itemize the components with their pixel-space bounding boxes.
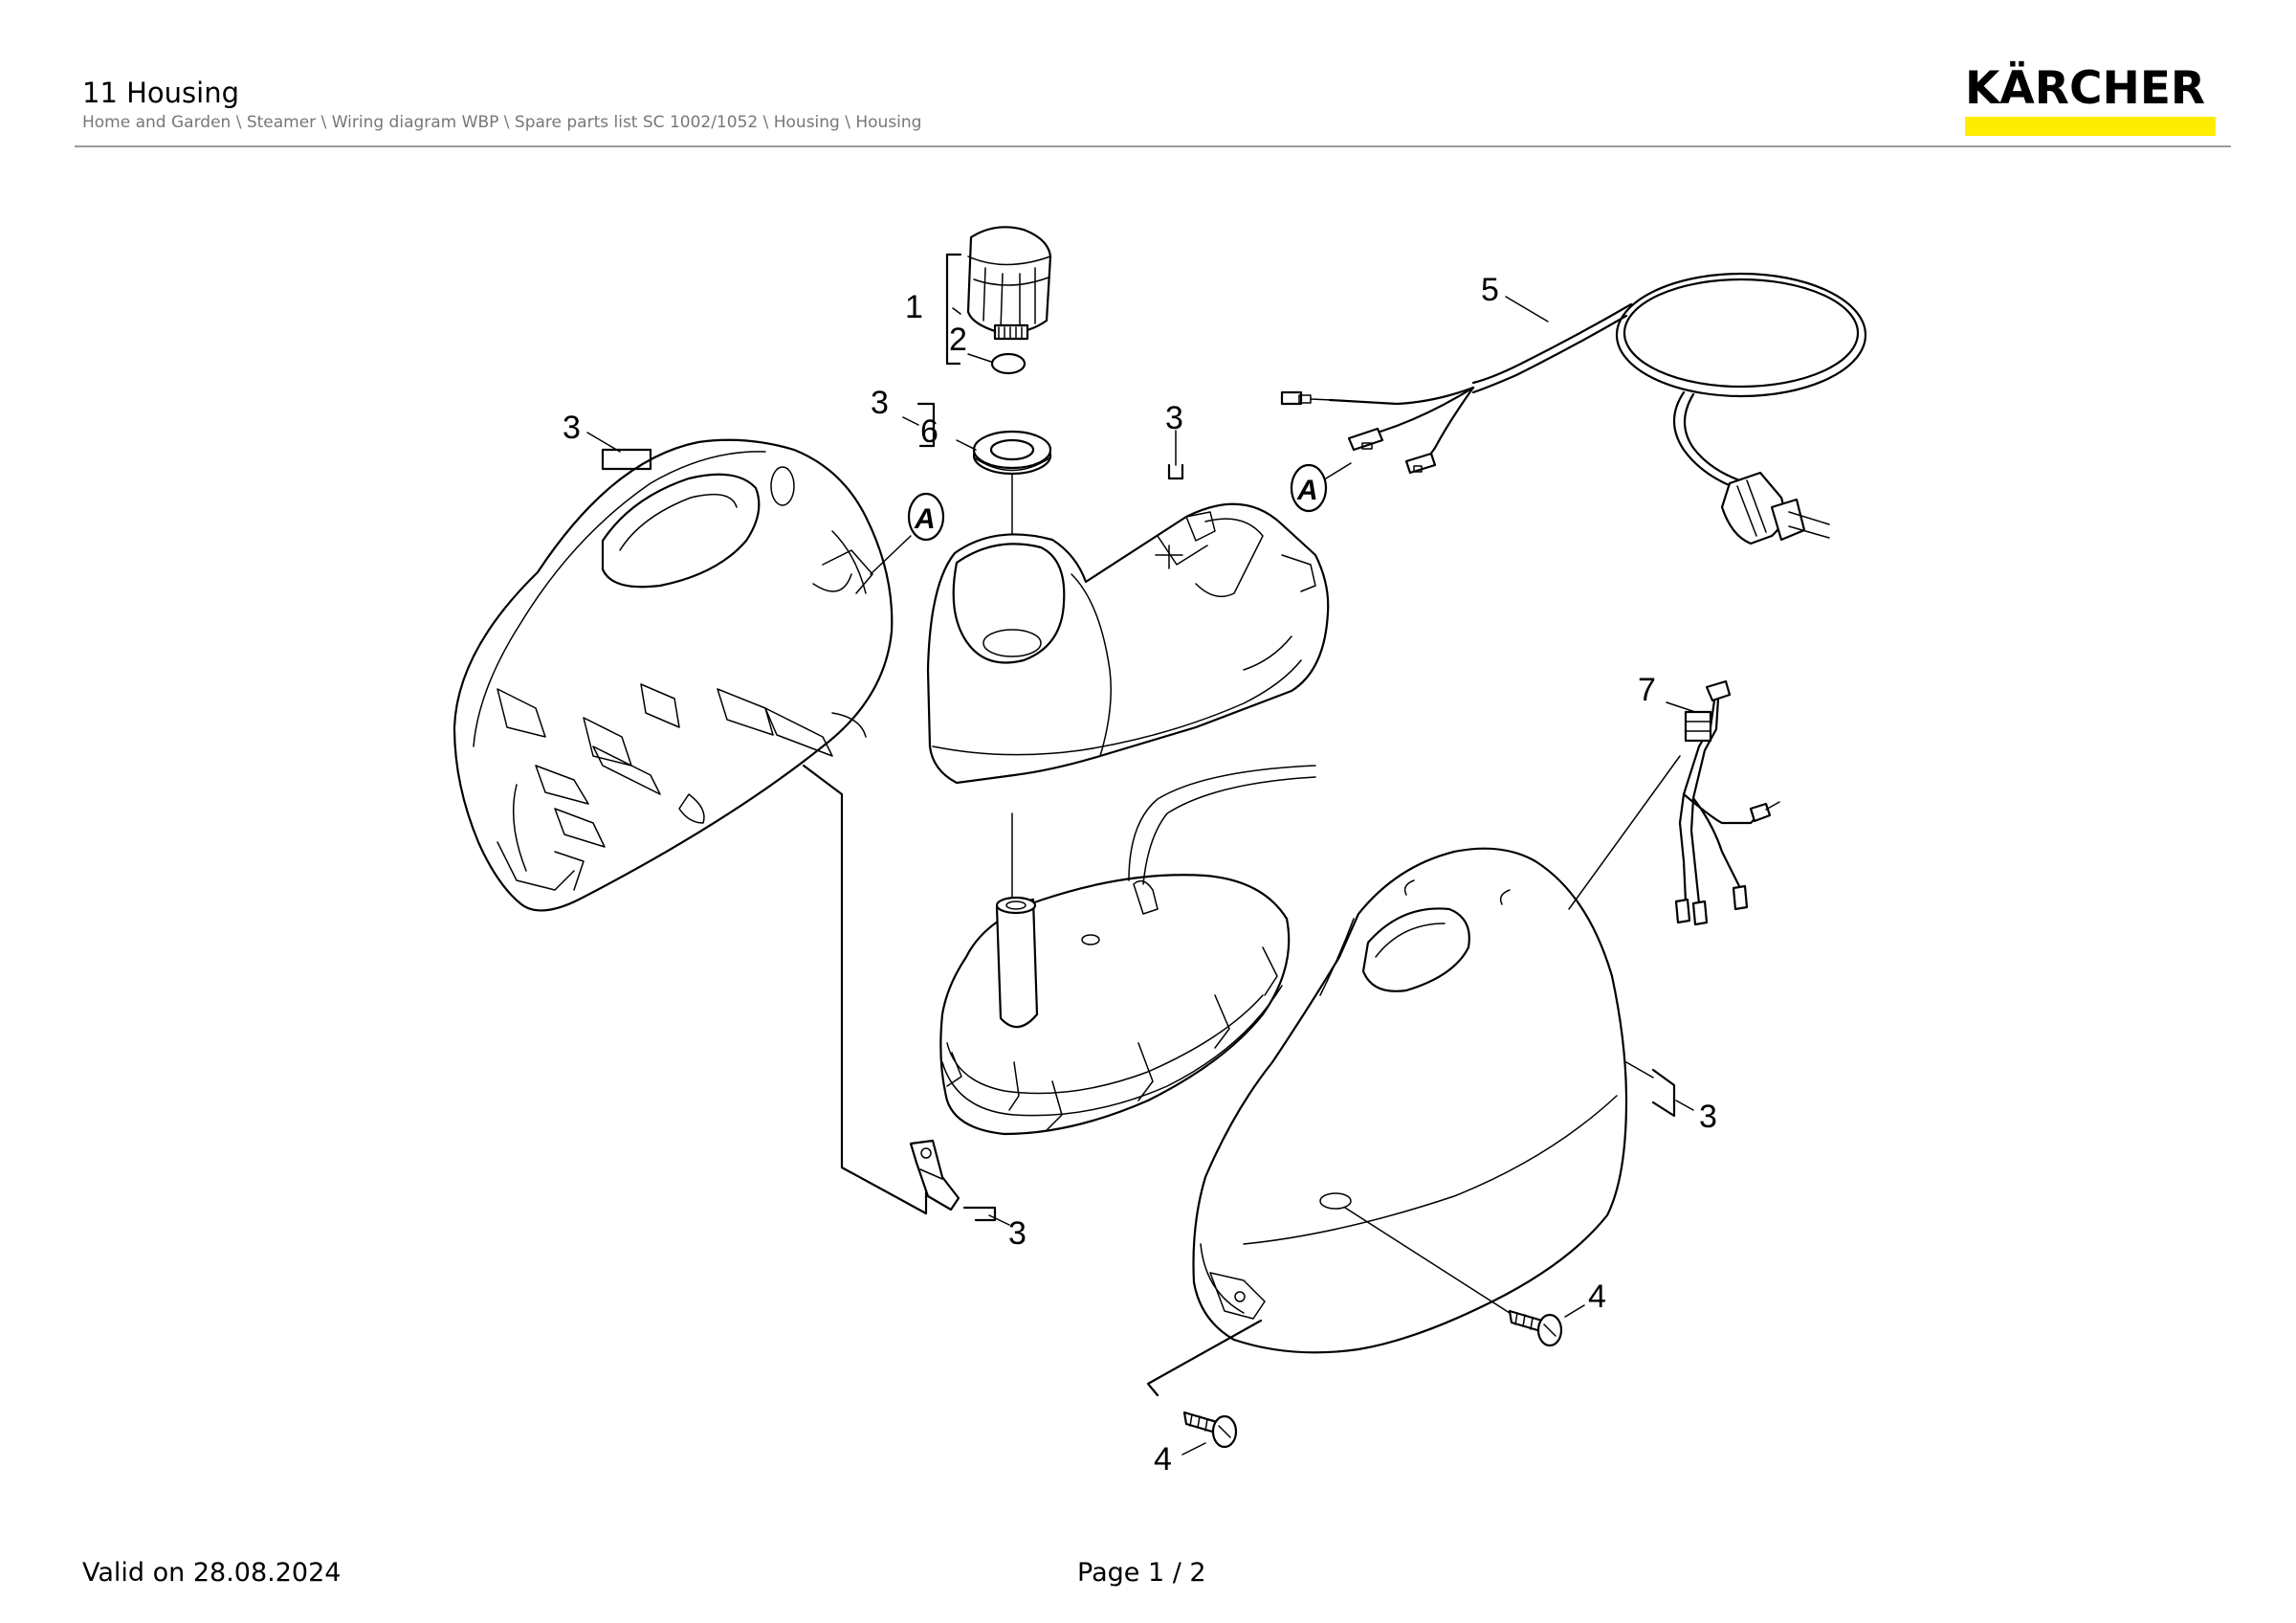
- karcher-logo: KÄRCHER: [1965, 65, 2219, 136]
- part-power-cable: [1280, 272, 1867, 545]
- callout-3: 3: [563, 410, 581, 446]
- breadcrumb: Home and Garden \ Steamer \ Wiring diagr…: [82, 113, 922, 132]
- part-internal-cable: [1674, 679, 1780, 926]
- callout-3: 3: [1165, 400, 1183, 436]
- part-clip: [909, 1139, 960, 1212]
- callout-3: 3: [1008, 1215, 1027, 1252]
- part-left-shell: [453, 438, 894, 912]
- logo-wordmark: KÄRCHER: [1965, 62, 2206, 115]
- part-top-cover: [926, 502, 1330, 785]
- header-divider: [75, 145, 2231, 147]
- part-knob-cap: [966, 226, 1052, 341]
- part-screw-right: [1508, 1309, 1563, 1347]
- reference-mark-label: A: [1296, 475, 1318, 506]
- callout-4: 4: [1154, 1441, 1172, 1478]
- valid-date: Valid on 28.08.2024: [82, 1558, 342, 1588]
- callout-6: 6: [920, 413, 938, 450]
- part-screw-bottom: [1182, 1411, 1238, 1449]
- reference-mark-label: A: [914, 503, 936, 535]
- callout-2: 2: [949, 322, 967, 358]
- page-number: Page 1 / 2: [1077, 1558, 1206, 1588]
- page-title: 11 Housing: [82, 77, 240, 109]
- reference-mark-a-cable: A: [1290, 463, 1328, 513]
- callout-3: 3: [1699, 1099, 1717, 1135]
- callout-4: 4: [1588, 1278, 1606, 1315]
- logo-yellow-bar: [1965, 117, 2216, 136]
- part-right-shell: [1192, 847, 1628, 1354]
- part-seal-nut: [972, 430, 1052, 476]
- reference-mark-a-shell: A: [907, 492, 945, 542]
- callout-1: 1: [905, 289, 923, 325]
- callout-5: 5: [1481, 272, 1499, 308]
- callout-7: 7: [1638, 672, 1656, 708]
- part-o-ring: [990, 352, 1027, 375]
- callout-3: 3: [871, 385, 889, 421]
- part-boiler: [939, 765, 1316, 1136]
